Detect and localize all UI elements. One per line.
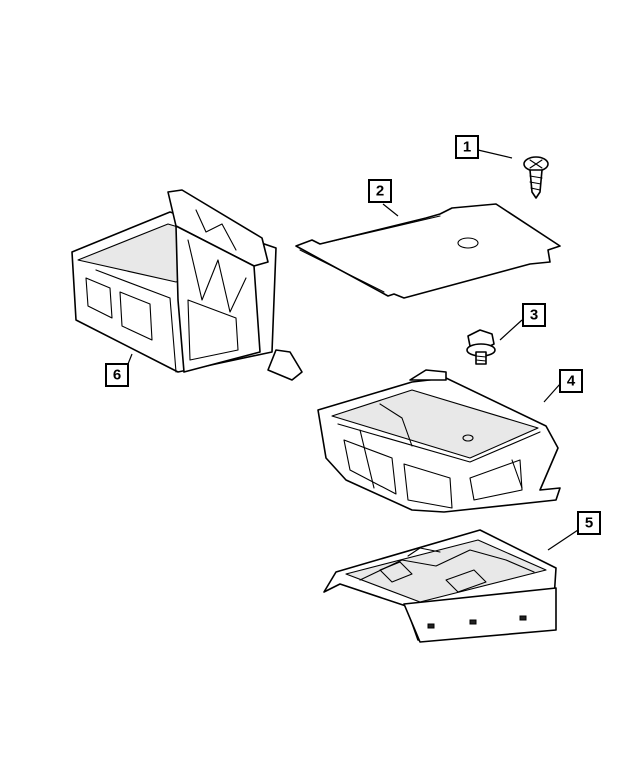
part-6-battery-box[interactable] [71,189,303,381]
leader-2 [382,203,399,217]
callout-2[interactable]: 2 [368,179,392,203]
leader-4 [543,383,561,403]
leader-3 [499,319,523,341]
part-4-battery-tray[interactable] [317,369,561,513]
callout-1[interactable]: 1 [455,135,479,159]
callout-2-label: 2 [376,183,384,200]
part-3-bolt[interactable] [466,329,496,365]
leader-6 [127,353,133,365]
callout-6[interactable]: 6 [105,363,129,387]
callout-5[interactable]: 5 [577,511,601,535]
part-2-insulator-pad[interactable] [295,203,561,299]
callout-3-label: 3 [530,307,538,324]
part-1-screw[interactable] [523,156,549,199]
callout-4[interactable]: 4 [559,369,583,393]
leader-5 [547,529,579,551]
part-5-support-bracket[interactable] [323,529,557,643]
leader-1 [477,149,513,159]
callout-6-label: 6 [113,367,121,384]
callout-5-label: 5 [585,515,593,532]
callout-3[interactable]: 3 [522,303,546,327]
callout-4-label: 4 [567,373,576,390]
callout-1-label: 1 [463,139,471,156]
